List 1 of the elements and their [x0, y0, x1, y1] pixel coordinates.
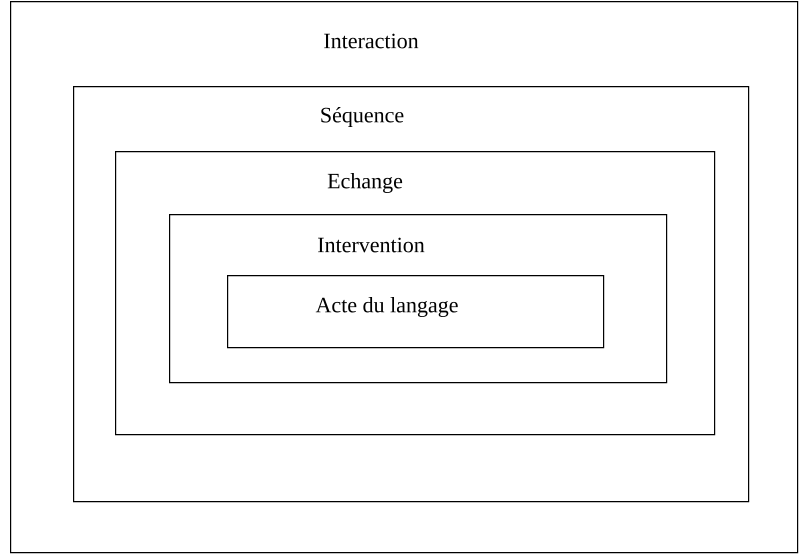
- nested-box: Acte du langage: [227, 275, 604, 348]
